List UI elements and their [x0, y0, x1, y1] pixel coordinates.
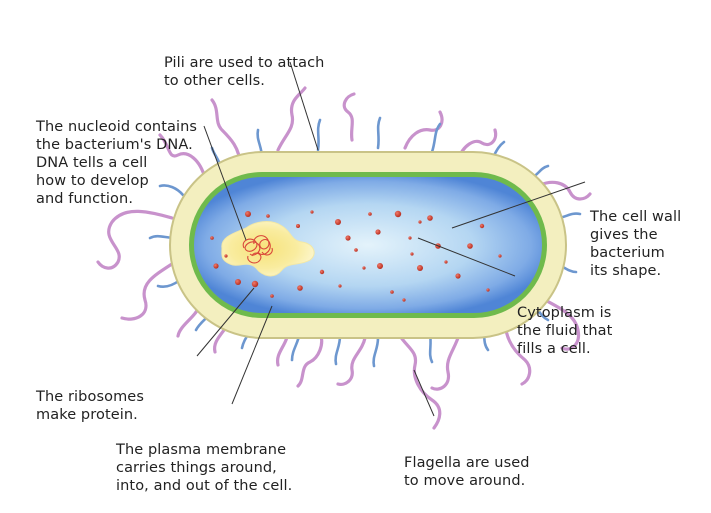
ribosome — [310, 210, 314, 214]
dna-strand — [242, 235, 273, 264]
flagellum — [158, 133, 207, 180]
ribosome — [354, 248, 358, 252]
leader-cytoplasm — [417, 237, 516, 277]
ribosome — [224, 254, 228, 258]
flagellum — [276, 86, 307, 152]
ribosome — [479, 223, 485, 229]
leader-ribosomes — [196, 287, 255, 357]
pilus — [376, 116, 382, 150]
ribosome — [427, 215, 433, 221]
ribosome — [402, 298, 406, 302]
ribosome — [251, 280, 259, 288]
flagellum — [543, 298, 581, 351]
ribosome — [296, 224, 300, 228]
ribosome — [377, 263, 383, 269]
ribosome — [210, 236, 214, 240]
leader-lines — [196, 61, 586, 417]
ribosome — [319, 269, 325, 275]
cytoplasm — [194, 177, 542, 313]
ribosome — [418, 220, 422, 224]
ribosome — [270, 294, 274, 298]
pilus — [430, 122, 442, 154]
ribosome — [390, 290, 394, 294]
flagellum — [296, 330, 324, 388]
bacterium-diagram — [96, 61, 592, 430]
flagellum — [120, 260, 177, 321]
ribosome — [486, 288, 490, 292]
ribosome — [444, 260, 448, 264]
ribosome — [235, 279, 241, 285]
flagellum — [403, 110, 444, 150]
ribosome — [417, 265, 423, 271]
ribosome — [245, 211, 251, 217]
pilus — [158, 184, 185, 197]
flagellum — [336, 336, 367, 386]
flagella — [96, 86, 592, 430]
pilus — [372, 336, 380, 368]
flagellum — [503, 318, 532, 386]
ribosome — [394, 210, 402, 218]
flagellum — [342, 92, 356, 142]
ribosome — [375, 229, 381, 235]
pilus — [316, 118, 322, 152]
leader-nucleoid — [203, 125, 247, 241]
ribosome — [410, 252, 414, 256]
ribosome — [368, 212, 372, 216]
ribosome — [467, 243, 473, 249]
ribosome — [455, 273, 461, 279]
pilus — [334, 334, 342, 366]
flagellum — [210, 98, 242, 167]
ribosome — [498, 254, 502, 258]
flagellum — [430, 330, 462, 391]
ribosome — [345, 235, 351, 241]
ribosome — [338, 284, 342, 288]
ribosome — [266, 214, 270, 218]
flagellum — [456, 128, 498, 162]
nucleoid-region — [221, 221, 315, 277]
leader-cell-wall — [451, 181, 586, 229]
ribosome — [213, 263, 219, 269]
nucleoid — [221, 221, 315, 277]
leader-pili — [289, 61, 319, 151]
flagellum — [398, 334, 442, 430]
leader-flagella — [413, 369, 435, 417]
flagellum — [538, 180, 592, 201]
ribosome — [297, 285, 303, 291]
ribosomes — [210, 210, 502, 302]
ribosome — [408, 236, 412, 240]
leader-plasma-membrane — [231, 305, 273, 405]
flagellum — [96, 209, 174, 270]
ribosome — [362, 266, 366, 270]
ribosome — [335, 219, 341, 225]
